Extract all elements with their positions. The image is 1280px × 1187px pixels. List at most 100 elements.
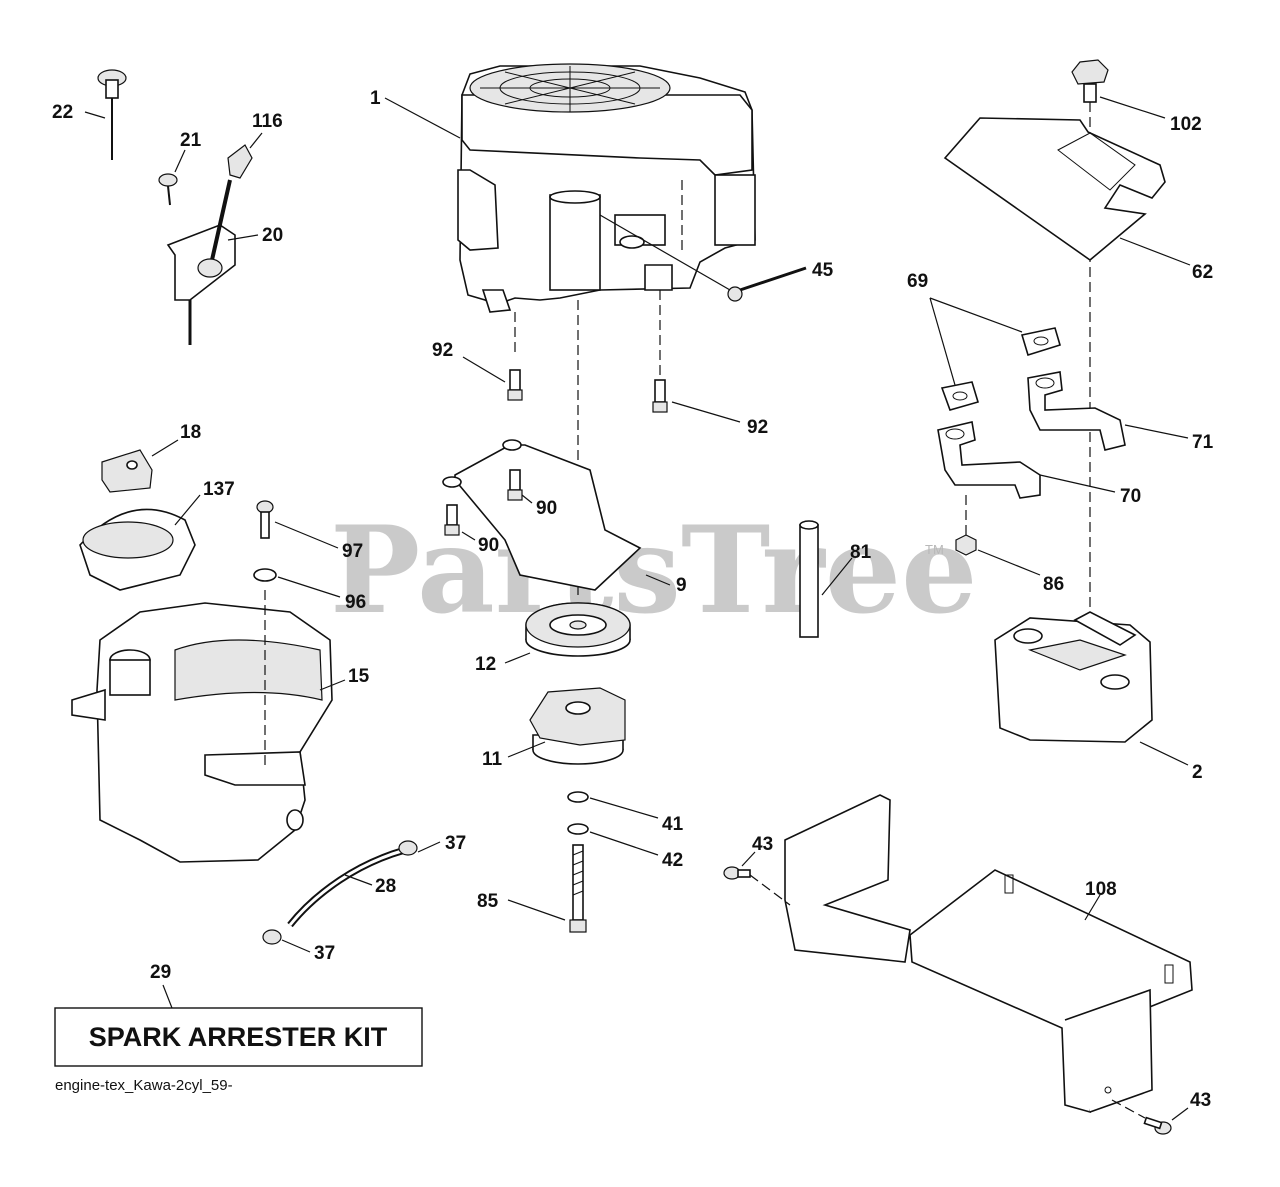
callout-22[interactable]: 22	[52, 102, 73, 123]
leader-86	[977, 549, 1041, 576]
callout-41[interactable]: 41	[662, 814, 684, 835]
exhaust-pipe-70-part[interactable]	[937, 421, 1041, 499]
callout-69[interactable]: 69	[907, 271, 928, 292]
bolt-43-lower-part[interactable]	[1143, 1116, 1172, 1135]
clamp-37-lower-part[interactable]	[262, 929, 282, 945]
leader-21	[174, 149, 186, 173]
callout-2[interactable]: 2	[1192, 762, 1203, 783]
washer-42-part[interactable]	[567, 823, 589, 835]
callout-90b[interactable]: 90	[478, 535, 499, 556]
bolt-90-lower[interactable]	[444, 504, 460, 536]
pulley-part[interactable]	[525, 602, 631, 657]
leader-97	[274, 521, 339, 549]
leader-96	[277, 576, 341, 598]
watermark-trademark: TM	[925, 542, 944, 557]
clamp-37-upper-part[interactable]	[398, 840, 418, 856]
washer-96-part[interactable]	[253, 568, 277, 582]
spark-arrester-kit-label: SPARK ARRESTER KIT	[89, 1022, 388, 1052]
spark-arrester-kit-box[interactable]	[54, 1007, 423, 1067]
callout-29[interactable]: 29	[150, 962, 171, 983]
tube-81-part[interactable]	[799, 520, 819, 638]
bolt-43-upper-part[interactable]	[723, 866, 751, 880]
leader-42	[589, 831, 659, 856]
knob-102-part[interactable]	[1071, 59, 1109, 103]
callout-42[interactable]: 42	[662, 850, 683, 871]
callout-116[interactable]: 116	[252, 111, 283, 132]
knob-116-part[interactable]	[227, 144, 253, 179]
bolt-85-part[interactable]	[569, 844, 587, 933]
leader-12	[504, 652, 531, 664]
diagram-code: engine-tex_Kawa-2cyl_59-	[55, 1077, 233, 1094]
pto-clutch-part[interactable]	[529, 687, 626, 765]
callout-97[interactable]: 97	[342, 541, 363, 562]
fuel-tank-part[interactable]	[71, 602, 333, 863]
screw-21-part[interactable]	[158, 173, 178, 206]
muffler-bracket-part[interactable]	[784, 794, 1193, 1114]
callout-37b[interactable]: 37	[314, 943, 335, 964]
callout-85[interactable]: 85	[477, 891, 499, 912]
callout-37a[interactable]: 37	[445, 833, 466, 854]
leader-2	[1139, 741, 1189, 766]
leader-92a	[462, 356, 506, 383]
leader-90b	[461, 531, 476, 541]
callout-90a[interactable]: 90	[536, 498, 557, 519]
leader-85	[507, 899, 566, 921]
callout-45[interactable]: 45	[812, 260, 834, 281]
washer-41-part[interactable]	[567, 791, 589, 803]
dipstick-bolt-part[interactable]	[727, 266, 807, 302]
callout-102[interactable]: 102	[1170, 114, 1202, 135]
heat-shield-part[interactable]	[943, 117, 1166, 262]
gasket-69-lower-part[interactable]	[940, 381, 979, 411]
leader-71	[1124, 424, 1189, 439]
centerline-bolt-43	[749, 874, 791, 906]
callout-15[interactable]: 15	[348, 666, 370, 687]
knob-22-part[interactable]	[97, 69, 127, 160]
leader-102	[1099, 96, 1166, 119]
engine-part[interactable]	[457, 63, 756, 313]
fuel-line-part[interactable]	[287, 846, 406, 928]
muffler-part[interactable]	[994, 611, 1153, 743]
callout-43b[interactable]: 43	[1190, 1090, 1211, 1111]
nut-86-part[interactable]	[955, 534, 977, 556]
callout-20[interactable]: 20	[262, 225, 283, 246]
funnel-part[interactable]	[79, 508, 196, 591]
leader-9	[645, 574, 671, 586]
bracket-part[interactable]	[442, 439, 642, 591]
leader-69a	[929, 297, 1023, 333]
exhaust-pipe-71-part[interactable]	[1027, 371, 1126, 451]
callout-137[interactable]: 137	[203, 479, 235, 500]
leader-22	[84, 111, 106, 119]
callout-43a[interactable]: 43	[752, 834, 773, 855]
callout-9[interactable]: 9	[676, 575, 687, 596]
leader-69b	[929, 297, 956, 386]
throttle-lever-20-part[interactable]	[166, 179, 236, 345]
callout-96[interactable]: 96	[345, 592, 366, 613]
callout-21[interactable]: 21	[180, 130, 202, 151]
gasket-69-upper-part[interactable]	[1020, 327, 1061, 357]
callout-81[interactable]: 81	[850, 542, 872, 563]
callout-71[interactable]: 71	[1192, 432, 1214, 453]
leader-137	[174, 494, 201, 526]
callout-12[interactable]: 12	[475, 654, 496, 675]
callout-86[interactable]: 86	[1043, 574, 1064, 595]
callout-18[interactable]: 18	[180, 422, 201, 443]
callout-92b[interactable]: 92	[747, 417, 768, 438]
leader-45b	[599, 214, 731, 291]
fuel-cap-part[interactable]	[101, 449, 153, 493]
leader-20	[227, 234, 259, 241]
bolt-90-upper[interactable]	[507, 469, 523, 501]
callout-1[interactable]: 1	[370, 88, 381, 109]
leader-11	[507, 741, 546, 758]
screw-97-part[interactable]	[256, 500, 274, 539]
leader-62	[1119, 237, 1191, 266]
callout-92a[interactable]: 92	[432, 340, 453, 361]
bolt-92-left[interactable]	[507, 369, 523, 401]
callout-28[interactable]: 28	[375, 876, 396, 897]
callout-108[interactable]: 108	[1085, 879, 1117, 900]
leader-28	[344, 874, 373, 886]
callout-62[interactable]: 62	[1192, 262, 1213, 283]
callout-70[interactable]: 70	[1120, 486, 1141, 507]
bolt-92-right[interactable]	[652, 379, 668, 413]
callout-11[interactable]: 11	[482, 749, 503, 770]
